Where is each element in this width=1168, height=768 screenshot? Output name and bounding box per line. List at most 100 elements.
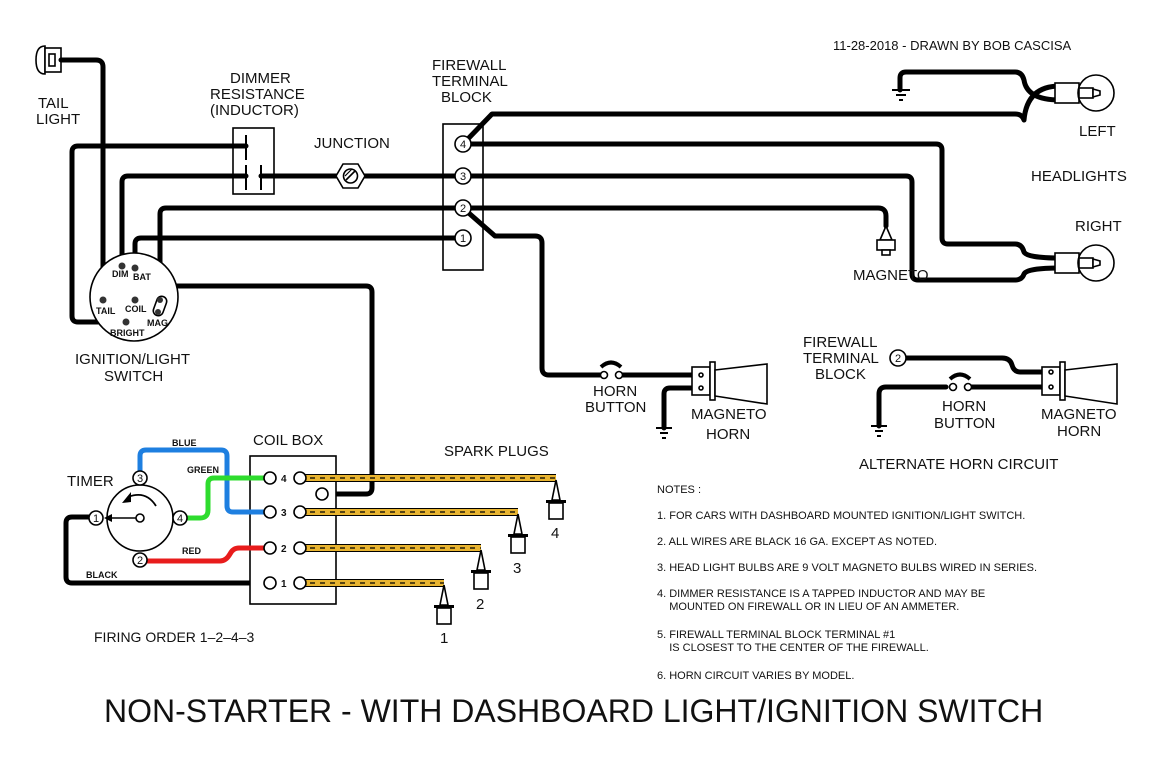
magneto-icon (876, 223, 896, 256)
wire-t4-left-top (460, 83, 1063, 147)
wire-blue (137, 447, 270, 515)
switch-terminal-coil: COIL (125, 304, 147, 314)
switch-terminal-bat: BAT (133, 272, 151, 282)
timer-terminal-2: 2 (132, 552, 148, 568)
notes: NOTES : 1. FOR CARS WITH DASHBOARD MOUNT… (657, 484, 1037, 682)
spark-plug-1-icon (434, 584, 454, 625)
ground-icon (892, 89, 910, 101)
spark-plug-2-icon (471, 549, 491, 590)
note-2: 2. ALL WIRES ARE BLACK 16 GA. EXCEPT AS … (657, 536, 937, 548)
junction-icon (335, 163, 366, 189)
svg-text:1: 1 (93, 513, 99, 525)
spark-plug-3-icon (508, 513, 528, 554)
wire-alt-ground (876, 384, 949, 429)
alt-firewall-label-1: FIREWALL (803, 334, 877, 351)
tail-light-label-1: TAIL (38, 95, 69, 112)
switch-terminal-dim: DIM (112, 269, 129, 279)
wire-t4-right (460, 141, 1063, 261)
alt-horn-button-icon (948, 372, 973, 392)
svg-text:4: 4 (177, 513, 183, 525)
wire-tail-light (58, 57, 106, 303)
coil-box-label: COIL BOX (253, 432, 323, 449)
green-wire-label: GREEN (187, 465, 219, 475)
alt-horn-button-label-1: HORN (942, 398, 986, 415)
spark-plug-1-number: 1 (440, 630, 448, 647)
note-5-line-2: IS CLOSEST TO THE CENTER OF THE FIREWALL… (657, 642, 929, 654)
horn-button-icon (599, 360, 624, 380)
spark-plugs-label: SPARK PLUGS (444, 443, 549, 460)
spark-plug-4-icon (546, 479, 566, 520)
svg-text:1: 1 (460, 233, 466, 245)
right-headlight-icon (1054, 244, 1115, 282)
alt-firewall-terminal-2: 2 (889, 349, 907, 367)
dimmer-resistance-box (232, 127, 275, 195)
wire-bright (69, 143, 249, 325)
diagram-title: NON-STARTER - WITH DASHBOARD LIGHT/IGNIT… (104, 693, 1043, 729)
wire-horn-ground (661, 385, 703, 431)
svg-text:2: 2 (460, 203, 466, 215)
timer-label: TIMER (67, 473, 114, 490)
note-6: 6. HORN CIRCUIT VARIES BY MODEL. (657, 670, 854, 682)
spark-plug-2-number: 2 (476, 596, 484, 613)
note-1: 1. FOR CARS WITH DASHBOARD MOUNTED IGNIT… (657, 510, 1025, 522)
timer-terminal-1: 1 (88, 510, 104, 526)
wire-red (146, 545, 270, 564)
alt-ground-icon (871, 425, 887, 437)
coil-terminal-2: 2 (281, 544, 287, 555)
magneto-horn-label-2: HORN (706, 426, 750, 443)
spark-plug-4-number: 4 (551, 525, 559, 542)
firewall-terminal-2: 2 (454, 199, 472, 217)
blue-wire-label: BLUE (172, 438, 197, 448)
coil-terminal-3: 3 (281, 508, 287, 519)
dimmer-label-1: DIMMER (230, 70, 291, 87)
headlights-label: HEADLIGHTS (1031, 168, 1127, 185)
left-headlight-label: LEFT (1079, 123, 1116, 140)
switch-terminal-mag: MAG (147, 318, 168, 328)
svg-text:3: 3 (460, 171, 466, 183)
coil-box-terminals (263, 471, 329, 590)
colored-timer-wires (137, 447, 270, 564)
magneto-horn-icon (691, 361, 768, 405)
alt-firewall-label-2: TERMINAL (803, 350, 879, 367)
alt-magneto-horn-label-1: MAGNETO (1041, 406, 1117, 423)
wire-t3-right (460, 173, 1063, 283)
ignition-switch-label-2: SWITCH (104, 368, 163, 385)
firewall-terminal-3: 3 (454, 167, 472, 185)
red-wire-label: RED (182, 546, 202, 556)
firewall-block-label-3: BLOCK (441, 89, 492, 106)
wire-left-ground (897, 69, 1063, 103)
wire-bat-t1 (132, 235, 466, 269)
left-headlight-icon (1054, 74, 1115, 112)
note-3: 3. HEAD LIGHT BULBS ARE 9 VOLT MAGNETO B… (657, 562, 1037, 574)
wire-alt-t2-horn (903, 355, 1049, 375)
dimmer-label-2: RESISTANCE (210, 86, 305, 103)
wire-dim (119, 173, 249, 269)
firing-order: FIRING ORDER 1–2–4–3 (94, 629, 254, 645)
switch-terminal-bright: BRIGHT (110, 328, 145, 338)
horn-ground-icon (656, 427, 672, 439)
dimmer-label-3: (INDUCTOR) (210, 102, 299, 119)
wire-mag-t2 (157, 205, 466, 299)
spark-plug-3-number: 3 (513, 560, 521, 577)
magneto-horn-label-1: MAGNETO (691, 406, 767, 423)
svg-text:4: 4 (460, 139, 466, 151)
alt-horn-caption: ALTERNATE HORN CIRCUIT (859, 456, 1058, 473)
ignition-switch-label-1: IGNITION/LIGHT (75, 351, 190, 368)
note-4-line-2: MOUNTED ON FIREWALL OR IN LIEU OF AN AMM… (657, 601, 959, 613)
magneto-label: MAGNETO (853, 267, 929, 284)
timer-terminal-4: 4 (172, 510, 188, 526)
wire-black-timer-1 (63, 514, 273, 586)
ignition-switch-terminals (99, 262, 168, 326)
firewall-terminal-4: 4 (454, 135, 472, 153)
wire-t2-magneto (460, 205, 889, 229)
drawn-by-credit: 11-28-2018 - DRAWN BY BOB CASCISA (833, 38, 1072, 53)
timer-rotation-arrow-icon (104, 492, 157, 523)
tail-light-label-2: LIGHT (36, 111, 80, 128)
coil-terminal-4: 4 (281, 474, 287, 485)
switch-terminal-tail: TAIL (96, 306, 116, 316)
firewall-terminal-1: 1 (454, 229, 472, 247)
notes-heading: NOTES : (657, 484, 701, 496)
firewall-block-label-2: TERMINAL (432, 73, 508, 90)
alt-magneto-horn-icon (1041, 361, 1118, 405)
